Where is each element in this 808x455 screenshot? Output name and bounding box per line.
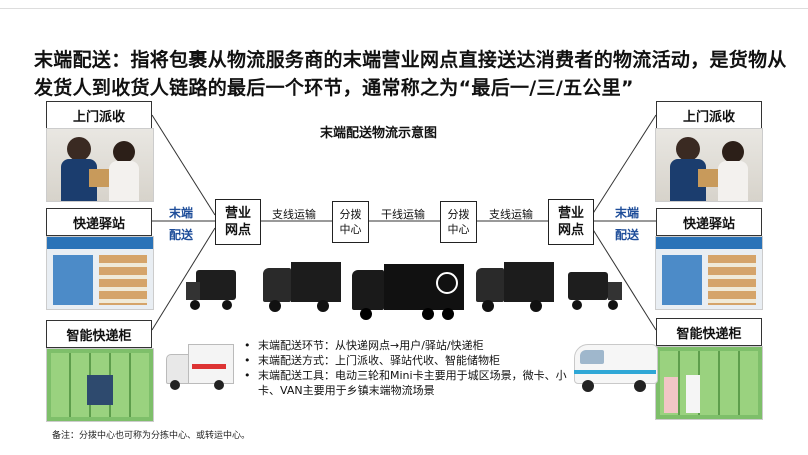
locker-photo-left [46,348,154,422]
electric-tricycle-icon-right [568,268,624,312]
link-label-branch-left: 支线运输 [272,208,316,221]
end-delivery-label-right: 末端 配送 [614,206,639,242]
top-divider [0,8,808,9]
link-label-trunk: 干线运输 [381,208,425,221]
courier-photo-right [655,128,763,202]
left-label-smart-locker: 智能快递柜 [46,320,152,348]
node-hub-right: 分拨 中心 [440,201,477,243]
heavy-truck-icon [352,264,464,320]
bullet-delivery-method: 末端配送方式：上门派收、驿站代收、智能储物柜 [244,353,574,368]
right-label-parcel-station: 快递驿站 [656,208,762,236]
locker-photo-right [655,346,763,420]
bullet-delivery-scope: 末端配送环节：从快递网点→用户/驿站/快递柜 [244,338,574,353]
summary-bullets: 末端配送环节：从快递网点→用户/驿站/快递柜 末端配送方式：上门派收、驿站代收、… [244,338,574,398]
footnote: 备注：分拨中心也可称为分拣中心、或转运中心。 [52,431,251,441]
node-outlet-left: 营业 网点 [215,199,261,245]
node-outlet-right: 营业 网点 [548,199,594,245]
left-label-door-delivery: 上门派收 [46,101,152,129]
right-label-smart-locker: 智能快递柜 [656,318,762,346]
diagram-title: 末端配送物流示意图 [320,126,438,141]
mini-truck-icon-right [476,262,554,312]
station-photo-right [655,236,763,310]
electric-van-icon [574,340,658,392]
electric-tricycle-icon-left [186,268,238,312]
end-delivery-label-left: 末端 配送 [168,206,193,242]
bullet-delivery-tools: 末端配送工具：电动三轮和Mini卡主要用于城区场景，微卡、小卡、VAN主要用于乡… [244,368,574,398]
station-photo-left [46,236,154,310]
right-label-door-delivery: 上门派收 [656,101,762,129]
page-title: 末端配送：指将包裹从物流服务商的末端营业网点直接送达消费者的物流活动，是货物从发… [34,49,787,99]
node-hub-left: 分拨 中心 [332,201,369,243]
light-truck-icon [166,344,234,390]
courier-photo-left [46,128,154,202]
left-label-parcel-station: 快递驿站 [46,208,152,236]
link-label-branch-right: 支线运输 [489,208,533,221]
mini-truck-icon-left [263,262,341,312]
